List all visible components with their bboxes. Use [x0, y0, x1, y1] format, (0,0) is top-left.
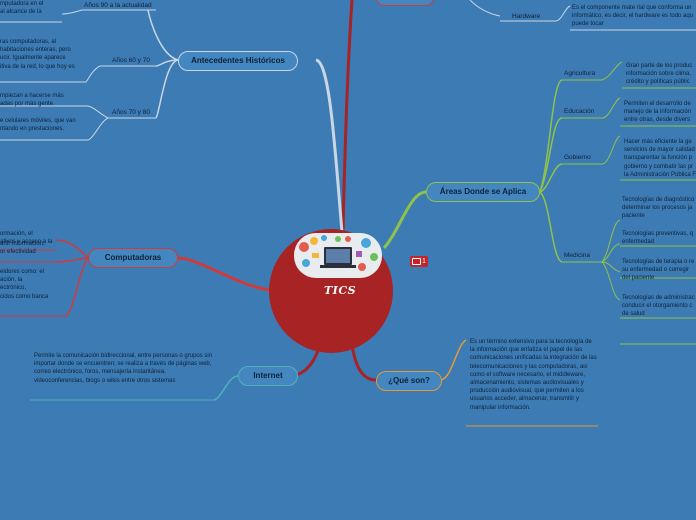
- text-internet: Permite la comunicación bidireccional, e…: [34, 353, 213, 384]
- connector-hardware: [469, 0, 501, 17]
- label-hardware[interactable]: Hardware: [512, 13, 541, 20]
- text-computadoras-3: eidores como: el ación, la ectrónico, ci…: [0, 269, 49, 300]
- node-computadoras[interactable]: Computadoras: [88, 248, 178, 268]
- node-areas[interactable]: Áreas Donde se Aplica: [426, 182, 540, 202]
- text-anos-70: mpiezan a hacerse más adas por más gente…: [0, 93, 76, 132]
- text-anos-60: ras computadoras, al habitaciones entera…: [0, 39, 75, 70]
- connector-computadoras: [177, 256, 273, 292]
- connector-areas: [382, 190, 427, 249]
- label-educacion[interactable]: Educación: [564, 108, 595, 115]
- text-hardware: Es el componente mate rial que conforma …: [572, 5, 694, 28]
- comment-count: 1: [422, 258, 426, 265]
- connector-que-son: [350, 344, 377, 382]
- label-anos-90[interactable]: Años 90 a la actualidad: [84, 2, 152, 9]
- label-anos-60[interactable]: Años 60 y 70: [112, 57, 150, 64]
- text-medicina-1: Tecnologías de diagnóstico determinar lo…: [622, 197, 695, 220]
- top-node-partial[interactable]: [376, 0, 434, 6]
- node-antecedentes[interactable]: Antecedentes Históricos: [178, 51, 298, 71]
- text-medicina-3: Tecnologías de terapia o re su enfermeda…: [622, 259, 695, 282]
- label-agricultura[interactable]: Agricultura: [564, 70, 596, 77]
- text-medicina-2: Tecnologías preventivas, q enfermedad: [622, 231, 694, 246]
- connector-top: [341, 0, 354, 233]
- text-anos-90: mputadora en el al alcance de la: [0, 1, 44, 16]
- text-computadoras-2: artir información, or efectividad: [0, 241, 45, 256]
- label-gobierno[interactable]: Gobierno: [564, 154, 591, 161]
- central-title: TICS: [323, 284, 357, 297]
- text-educacion: Permiten el desarrollo de manejo de la i…: [624, 101, 692, 124]
- text-medicina-4: Tecnologías de administrac conducir el o…: [622, 295, 695, 318]
- text-computadoras-1: ormación, el ativos y acceso a la: [0, 231, 53, 246]
- comment-icon: [412, 258, 421, 265]
- node-internet[interactable]: Internet: [238, 366, 298, 386]
- connector-antecedentes: [315, 58, 344, 233]
- node-que-son[interactable]: ¿Qué son?: [376, 371, 442, 391]
- text-agricultura: Gran parte de los produc información sob…: [626, 63, 693, 86]
- text-que-son: Es un término extensivo para la tecnolog…: [470, 339, 597, 411]
- text-gobierno: Hacer más eficiente la ge servicios de m…: [624, 139, 696, 178]
- label-anos-70[interactable]: Años 70 y 80: [112, 109, 150, 116]
- label-medicina[interactable]: Medicina: [564, 252, 591, 259]
- comment-badge[interactable]: 1: [410, 256, 428, 267]
- tics-illustration: [294, 233, 382, 278]
